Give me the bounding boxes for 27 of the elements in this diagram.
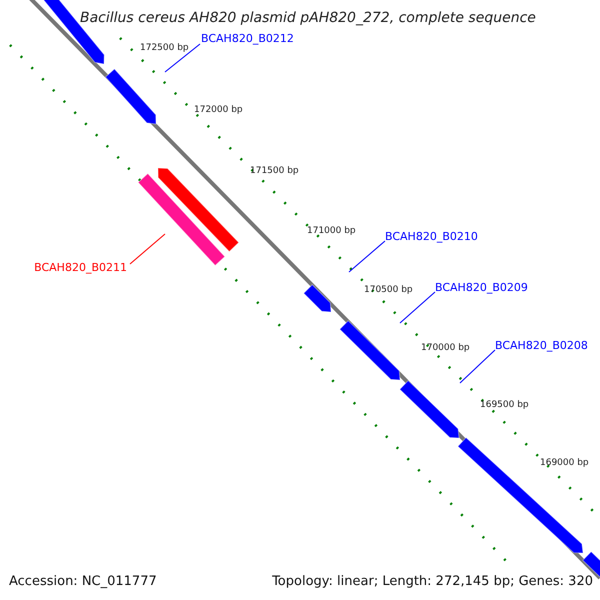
leader-line — [460, 350, 496, 384]
footer-text: Topology: linear; Length: 272,145 bp; Genes: 320 — [272, 575, 593, 588]
leader-line — [130, 234, 166, 264]
leader-line — [400, 292, 436, 324]
scale-label: 169000 bp — [540, 459, 589, 468]
scale-label: 171000 bp — [307, 227, 356, 236]
gene-feature — [138, 172, 226, 266]
leader-line — [164, 44, 200, 72]
gene-label: BCAH820_B0211 — [34, 262, 127, 273]
scale-label: 170500 bp — [364, 286, 413, 295]
leader-line — [348, 240, 386, 272]
scale-label: 171500 bp — [250, 167, 299, 176]
scale-label: 172000 bp — [194, 106, 243, 115]
gene-label: BCAH820_B0209 — [435, 282, 528, 293]
gene-label: BCAH820_B0212 — [201, 33, 294, 44]
scale-label: 170000 bp — [421, 344, 470, 353]
gene-label: BCAH820_B0208 — [495, 340, 588, 351]
gene-label: BCAH820_B0210 — [385, 231, 478, 242]
gene-feature — [339, 320, 401, 381]
gene-feature — [303, 284, 332, 313]
gene-feature — [399, 380, 460, 439]
footer-text: Accession: NC_011777 — [9, 575, 157, 588]
map-title: Bacillus cereus AH820 plasmid pAH820_272, complete sequence — [80, 11, 536, 25]
scale-label: 169500 bp — [480, 401, 529, 410]
scale-label: 172500 bp — [140, 44, 189, 53]
gene-feature — [158, 167, 240, 252]
gene-feature — [104, 68, 157, 125]
